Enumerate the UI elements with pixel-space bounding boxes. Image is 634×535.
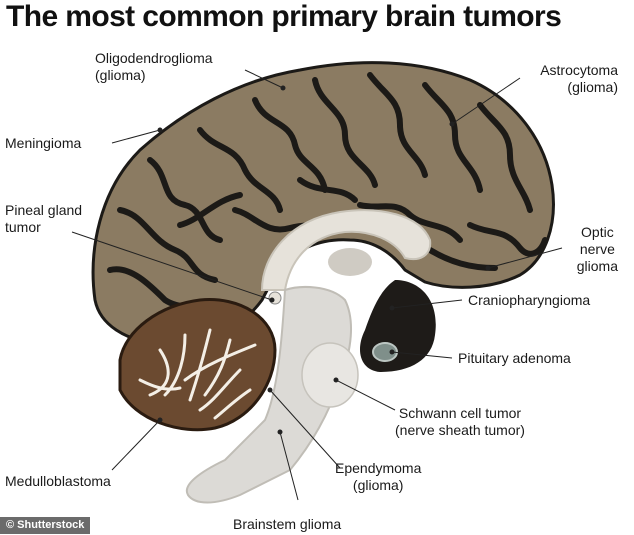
label-astrocytoma: Astrocytoma (glioma) — [540, 62, 618, 96]
label-pituitary-line1: Pituitary adenoma — [458, 350, 571, 366]
pons — [301, 342, 359, 408]
corpus-callosum — [260, 209, 432, 291]
label-meningioma-line1: Meningioma — [5, 135, 82, 151]
label-ependymoma-line1: Ependymoma — [335, 460, 422, 476]
label-optic-line3: glioma — [576, 258, 618, 274]
cerebellum — [118, 298, 277, 432]
label-schwann-line2: (nerve sheath tumor) — [395, 422, 525, 438]
label-optic-line1: Optic — [581, 224, 614, 240]
hypothalamus-region — [360, 280, 436, 372]
label-brainstem-glioma: Brainstem glioma — [233, 516, 341, 533]
label-meningioma: Meningioma — [5, 135, 81, 152]
label-astrocytoma-line1: Astrocytoma — [540, 62, 618, 78]
label-brainstem-line1: Brainstem glioma — [233, 516, 342, 532]
shutterstock-credit: © Shutterstock — [0, 517, 91, 534]
leader-lines — [71, 69, 563, 501]
label-pineal-line2: tumor — [5, 219, 41, 235]
diagram-title: The most common primary brain tumors — [6, 0, 562, 33]
thalamus — [328, 248, 372, 276]
label-craniopharyngioma-line1: Craniopharyngioma — [468, 292, 591, 308]
label-oligodendroglioma-line1: Oligodendroglioma — [95, 50, 213, 66]
label-medulloblastoma-line1: Medulloblastoma — [5, 473, 111, 489]
label-oligodendroglioma-line2: (glioma) — [95, 67, 146, 83]
label-schwann-cell-tumor: Schwann cell tumor (nerve sheath tumor) — [395, 405, 525, 439]
label-astrocytoma-line2: (glioma) — [567, 79, 618, 95]
label-optic-nerve-glioma: Optic nerve glioma — [577, 224, 618, 275]
leader-dots — [157, 85, 491, 435]
label-pineal-gland-tumor: Pineal gland tumor — [5, 202, 82, 236]
label-optic-line2: nerve — [579, 241, 615, 257]
label-pituitary-adenoma: Pituitary adenoma — [458, 350, 571, 367]
label-oligodendroglioma: Oligodendroglioma (glioma) — [95, 50, 213, 84]
label-pineal-line1: Pineal gland — [5, 202, 83, 218]
label-ependymoma-line2: (glioma) — [352, 477, 404, 493]
label-schwann-line1: Schwann cell tumor — [398, 405, 522, 421]
label-medulloblastoma: Medulloblastoma — [5, 473, 111, 490]
sulci-pattern — [107, 72, 548, 321]
label-ependymoma: Ependymoma (glioma) — [335, 460, 421, 494]
label-craniopharyngioma: Craniopharyngioma — [468, 292, 590, 309]
arbor-vitae — [138, 328, 257, 420]
